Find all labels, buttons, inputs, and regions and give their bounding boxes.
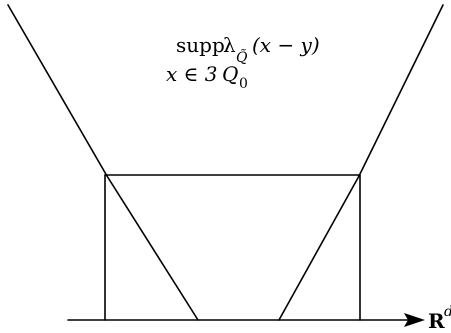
- axis-label: R: [428, 309, 445, 333]
- axis-superscript: d: [444, 304, 451, 320]
- support-prefix-text: supp: [176, 33, 225, 57]
- argument-text: (x − y): [252, 33, 320, 57]
- condition-q-text: Q: [222, 62, 238, 86]
- inner-left-slope-line: [106, 175, 199, 321]
- axis-arrowhead: [404, 313, 425, 327]
- outer-cone-right-line: [358, 4, 444, 177]
- lambda-subscript-q: Q̃: [236, 48, 248, 66]
- condition-text: x ∈ 3: [166, 62, 218, 86]
- inner-right-slope-line: [278, 175, 360, 321]
- outer-cone-left-line: [7, 4, 108, 177]
- lambda-symbol: λ: [223, 33, 236, 57]
- condition-subscript: 0: [239, 76, 248, 92]
